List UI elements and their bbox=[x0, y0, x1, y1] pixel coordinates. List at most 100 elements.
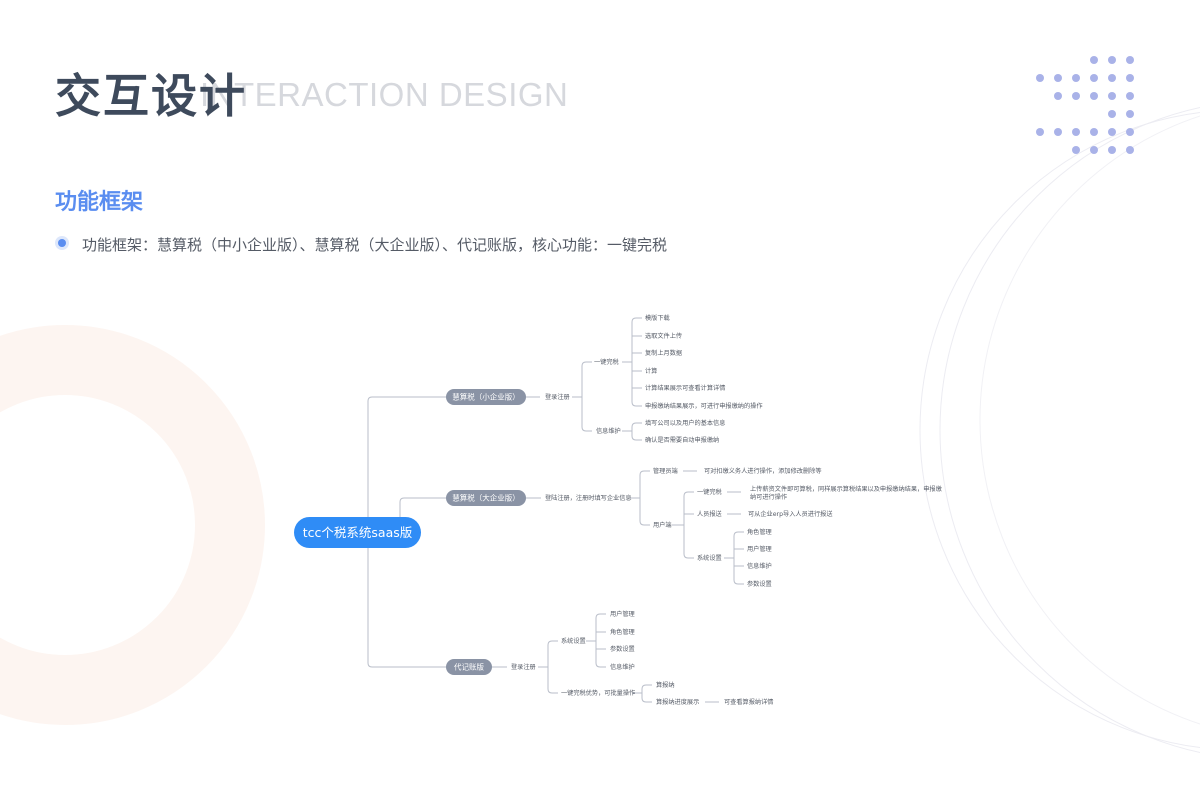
decor-dot bbox=[1108, 110, 1116, 118]
decor-dot bbox=[1126, 146, 1134, 154]
decor-dot bbox=[1036, 74, 1044, 82]
decor-dot bbox=[1036, 128, 1044, 136]
decor-dot bbox=[1090, 146, 1098, 154]
mindmap-label-line-1: 上传薪资文件即可算税，同样展示算税结果以及申报缴纳结果，申报缴 bbox=[750, 485, 943, 493]
page-subtitle-en: INTERACTION DESIGN bbox=[200, 76, 569, 113]
decor-dot bbox=[1090, 56, 1098, 64]
mindmap-root-node bbox=[294, 517, 421, 548]
mindmap-label: 慧算税（小企业版） bbox=[452, 392, 520, 402]
mindmap-connector bbox=[595, 613, 606, 619]
mindmap-connector bbox=[641, 697, 652, 703]
mindmap-label: 信息维护 bbox=[747, 562, 772, 570]
mindmap-label: 计算 bbox=[645, 367, 657, 375]
mindmap-label: 计算结果展示可查看计算详情 bbox=[645, 384, 725, 392]
mindmap-connector bbox=[631, 401, 642, 407]
decor-arc-right-2 bbox=[939, 107, 1200, 753]
mindmap-connector bbox=[581, 361, 592, 367]
mindmap-label: 模版下载 bbox=[645, 314, 670, 322]
mindmap-connector bbox=[641, 684, 652, 690]
mindmap-connector bbox=[367, 396, 446, 402]
decor-dot bbox=[1126, 128, 1134, 136]
mindmap-label: 可对扣缴义务人进行操作，添加修改删除等 bbox=[704, 467, 822, 475]
mindmap-label: 登录注册 bbox=[545, 393, 570, 401]
mindmap-label: 代记账版 bbox=[454, 662, 484, 672]
decor-dot bbox=[1108, 56, 1116, 64]
mindmap-branch-node bbox=[446, 389, 526, 405]
decor-dot bbox=[1090, 92, 1098, 100]
decor-dot-grid bbox=[1036, 56, 1134, 154]
mindmap-label: 一键完税 bbox=[697, 488, 722, 496]
mindmap-label: 一键完税优势，可批量操作 bbox=[561, 689, 635, 697]
mindmap-nodes: tcc个税系统saas版慧算税（小企业版）慧算税（大企业版）代记账版登录注册一键… bbox=[294, 314, 943, 706]
mindmap-connector bbox=[547, 688, 558, 694]
mindmap-label: 算报纳进度展示 bbox=[656, 698, 699, 706]
mindmap-connector bbox=[547, 640, 558, 646]
mindmap-label: 可从企业erp导入人员进行报送 bbox=[748, 510, 833, 518]
mindmap-connector bbox=[733, 579, 744, 585]
decor-dot bbox=[1108, 74, 1116, 82]
decor-dot bbox=[1108, 92, 1116, 100]
mindmap-label: 选取文件上传 bbox=[645, 332, 682, 340]
mindmap-label: 登录注册 bbox=[511, 663, 536, 671]
decor-dot bbox=[1072, 92, 1080, 100]
mindmap-label-line-2: 纳可进行操作 bbox=[750, 493, 787, 501]
decor-dot bbox=[1090, 128, 1098, 136]
mindmap-label: 申报缴纳结果展示，可进行申报缴纳的操作 bbox=[645, 402, 763, 410]
decor-dot bbox=[1072, 128, 1080, 136]
decor-dot bbox=[1126, 56, 1134, 64]
mindmap-connector bbox=[399, 497, 446, 517]
mindmap-label: 慧算税（大企业版） bbox=[452, 493, 520, 503]
page-title: 交互设计 bbox=[55, 69, 247, 123]
decor-arc-right-3 bbox=[979, 115, 1200, 725]
mindmap-connectors bbox=[367, 317, 744, 703]
decor-dot bbox=[1108, 128, 1116, 136]
mindmap-label: 角色管理 bbox=[610, 628, 635, 636]
mindmap-label: 可查看算报纳详情 bbox=[724, 698, 774, 706]
mindmap-branch-node bbox=[446, 490, 526, 506]
mindmap-label: 确认是否需要自动申报缴纳 bbox=[645, 436, 719, 444]
mindmap-label: 一键完税 bbox=[594, 358, 619, 366]
mindmap-label: tcc个税系统saas版 bbox=[303, 525, 413, 540]
decor-ring-left bbox=[0, 325, 265, 725]
decor-dot bbox=[1054, 74, 1062, 82]
mindmap-connector bbox=[367, 662, 446, 668]
decor-arc-right-1 bbox=[919, 112, 1200, 748]
decor-dot bbox=[1126, 110, 1134, 118]
mindmap-connector bbox=[683, 553, 694, 559]
mindmap-label: 用户管理 bbox=[610, 610, 635, 618]
mindmap-label: 参数设置 bbox=[747, 580, 772, 588]
mindmap-connector bbox=[639, 470, 650, 476]
decor-dot bbox=[1126, 74, 1134, 82]
mindmap-label: 人员报送 bbox=[697, 510, 723, 518]
mindmap-connector bbox=[631, 422, 642, 428]
decor-dot bbox=[1072, 74, 1080, 82]
mindmap-label: 参数设置 bbox=[610, 645, 635, 653]
mindmap-label: 用户端 bbox=[653, 521, 672, 529]
mindmap-label: 用户管理 bbox=[747, 545, 772, 553]
mindmap-label: 系统设置 bbox=[561, 637, 586, 645]
decor-dot bbox=[1072, 146, 1080, 154]
mindmap-connector bbox=[631, 435, 642, 441]
mindmap-connector bbox=[733, 531, 744, 537]
decor-dot bbox=[1054, 92, 1062, 100]
mindmap-label: 信息维护 bbox=[610, 663, 635, 671]
mindmap-label: 角色管理 bbox=[747, 528, 772, 536]
mindmap-connector bbox=[631, 317, 642, 323]
mindmap-label: 算报纳 bbox=[656, 681, 675, 689]
mindmap-connector bbox=[595, 662, 606, 668]
mindmap-branch-node bbox=[446, 659, 492, 675]
decor-dot bbox=[1126, 92, 1134, 100]
decor-dot bbox=[1090, 74, 1098, 82]
mindmap-connector bbox=[683, 491, 694, 497]
mindmap-label: 登陆注册，注册时填写企业信息 bbox=[545, 494, 632, 502]
decor-dot bbox=[1054, 128, 1062, 136]
mindmap-label: 复制上月数据 bbox=[645, 349, 682, 357]
mindmap-label: 系统设置 bbox=[697, 554, 722, 562]
mindmap-connector bbox=[639, 520, 650, 526]
mindmap-label: 管理员端 bbox=[653, 467, 678, 475]
section-title: 功能框架 bbox=[55, 190, 144, 215]
decor-dot bbox=[1108, 146, 1116, 154]
bullet-text: 功能框架：慧算税（中小企业版）、慧算税（大企业版）、代记账版，核心功能：一键完税 bbox=[82, 236, 668, 254]
mindmap-label: 信息维护 bbox=[596, 427, 621, 435]
